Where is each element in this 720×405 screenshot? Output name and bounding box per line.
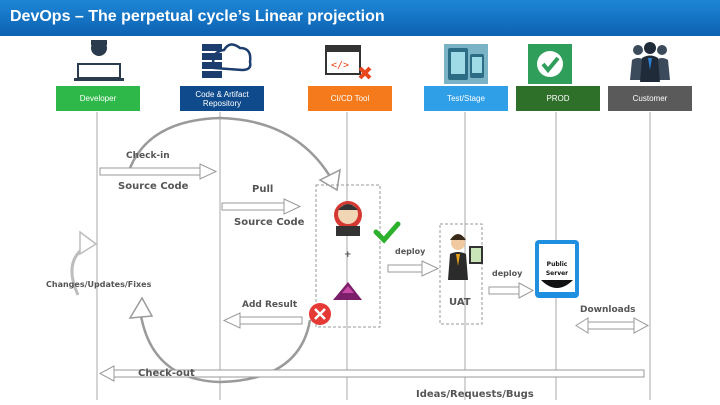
- lane-developer: Developer: [56, 86, 140, 111]
- lane-developer-label: Developer: [79, 94, 117, 103]
- customer-group-icon: [630, 42, 670, 82]
- plus-label: +: [344, 250, 352, 260]
- public-server-icon: [535, 240, 579, 298]
- lane-repository: Code & Artifact Repository: [180, 86, 264, 111]
- ideas-label: Ideas/Requests/Bugs: [416, 389, 534, 400]
- changes-label: Changes/Updates/Fixes: [46, 280, 152, 289]
- repository-icon: [202, 43, 252, 78]
- uat-label: UAT: [449, 297, 471, 308]
- success-check-icon: [373, 221, 401, 244]
- prod-check-icon: [528, 44, 572, 84]
- lane-customer-label: Customer: [632, 94, 668, 103]
- jenkins-icon: [334, 201, 362, 236]
- pull-arrow: [221, 198, 302, 215]
- deploy-label-2: deploy: [492, 269, 523, 278]
- ci-cd-code-icon: </>: [325, 45, 372, 80]
- checkin-label: Check-in: [126, 151, 170, 161]
- checkout-arrow: [98, 365, 645, 382]
- deploy-prod-arrow: [488, 282, 535, 299]
- cycle-arc-top: [128, 116, 337, 186]
- developer-icon: [74, 40, 124, 81]
- lane-customer: Customer: [608, 86, 692, 111]
- deploy-uat-arrow: [387, 260, 440, 277]
- title-bar: DevOps – The perpetual cycle’s Linear pr…: [0, 0, 720, 36]
- lane-test-stage-label: Test/Stage: [447, 94, 485, 103]
- downloads-arrow: [575, 317, 650, 334]
- add-result-label: Add Result: [242, 300, 298, 310]
- lane-ci-cd-label: CI/CD Tool: [330, 94, 370, 103]
- slide-title: DevOps – The perpetual cycle’s Linear pr…: [10, 8, 385, 25]
- source-code-label-2: Source Code: [234, 217, 305, 228]
- fail-icon: [309, 303, 331, 325]
- add-result-arrow: [222, 312, 303, 329]
- lane-ci-cd: CI/CD Tool: [308, 86, 392, 111]
- uat-box: [439, 223, 483, 325]
- lane-repository-label: Code & Artifact Repository: [195, 89, 249, 108]
- ci-build-box: [315, 184, 381, 328]
- downloads-label: Downloads: [580, 305, 636, 315]
- test-devices-icon: [444, 44, 488, 84]
- lane-prod: PROD: [516, 86, 600, 111]
- deploy-label-1: deploy: [395, 247, 426, 256]
- svg-text:</>: </>: [331, 60, 349, 71]
- checkout-label: Check-out: [138, 368, 195, 379]
- lane-prod-label: PROD: [546, 94, 570, 103]
- public-server-label: Public Server: [545, 261, 569, 277]
- source-code-label-1: Source Code: [118, 181, 189, 192]
- pull-label: Pull: [252, 184, 274, 195]
- uat-tester-icon: [448, 234, 483, 280]
- checkin-arrow: [99, 163, 218, 180]
- lane-test-stage: Test/Stage: [424, 86, 508, 111]
- test-tool-logo: [333, 282, 362, 300]
- cycle-arc-bottom: [138, 309, 312, 384]
